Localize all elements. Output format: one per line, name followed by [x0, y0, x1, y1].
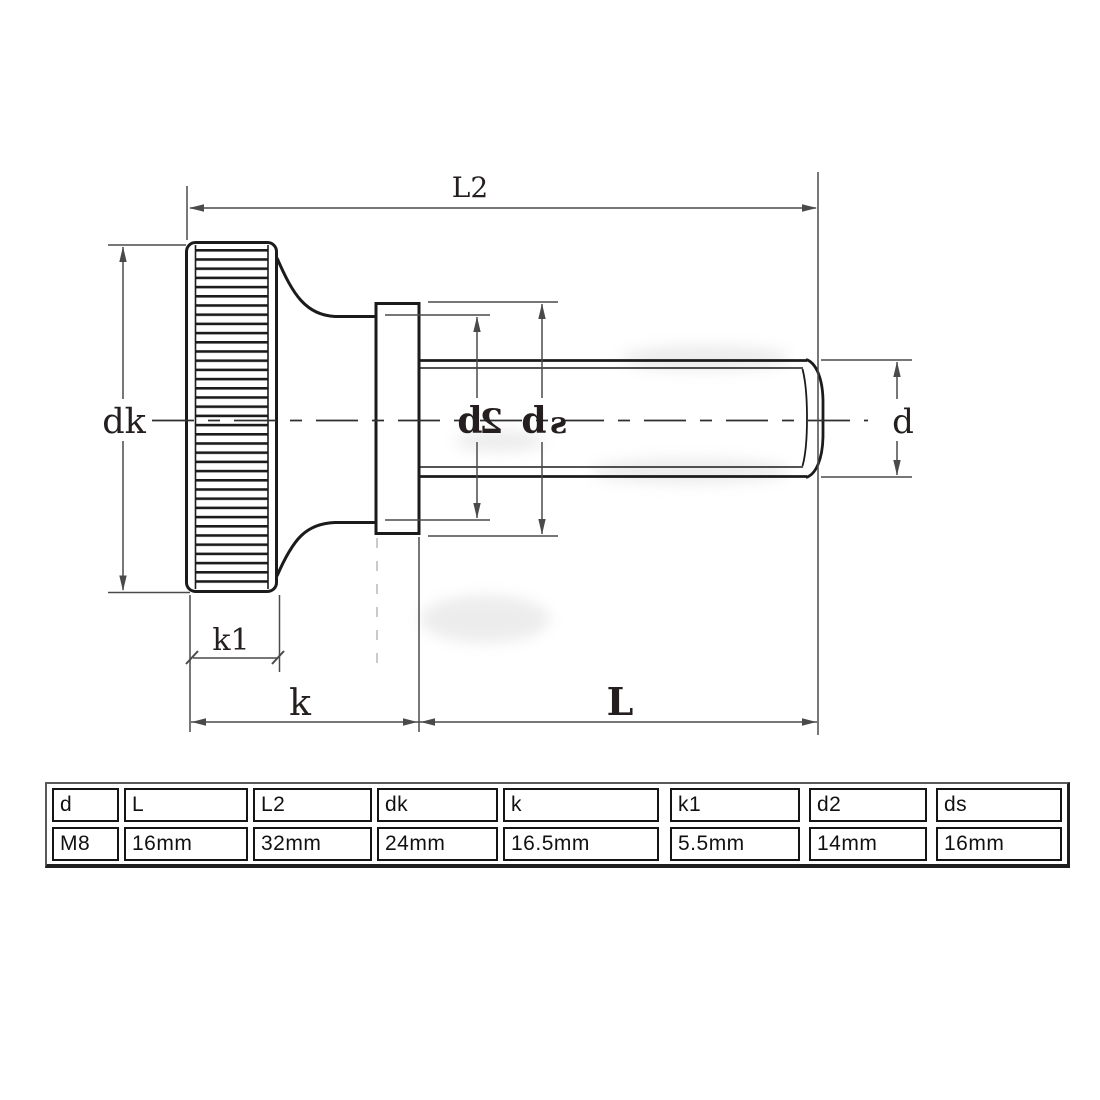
table-value-ds: 16mm	[936, 827, 1062, 861]
neck-curve-top	[275, 257, 376, 318]
table-header-k1: k1	[670, 788, 800, 822]
dimension-ds: d s	[428, 301, 567, 537]
table-header-d2: d2	[809, 788, 927, 822]
shaft	[419, 358, 825, 479]
label-d2-digit: 2	[479, 402, 503, 442]
watermark-smudge	[420, 595, 550, 643]
neck-curve-bottom	[275, 521, 376, 577]
dimension-dk: dk	[102, 244, 190, 594]
table-header-dk: dk	[377, 788, 498, 822]
dimension-l2: L2	[186, 171, 819, 735]
table-header-d: d	[52, 788, 119, 822]
table-value-l2: 32mm	[253, 827, 372, 861]
collar	[374, 302, 421, 535]
dimension-d: d	[821, 359, 914, 478]
label-d2: d	[457, 400, 482, 442]
table-value-k: 16.5mm	[503, 827, 659, 861]
table-header-l2: L2	[253, 788, 372, 822]
table-header-k: k	[503, 788, 659, 822]
table-value-k1: 5.5mm	[670, 827, 800, 861]
label-l: L	[607, 679, 634, 724]
label-k: k	[289, 683, 312, 724]
table-value-d: M8	[52, 827, 119, 861]
spec-table: d L L2 dk k k1 d2 ds M8 16mm 32mm 24mm 1…	[45, 782, 1070, 868]
shaft-tip	[805, 358, 825, 479]
label-dk: dk	[102, 402, 146, 442]
shaft-tip-chamfer	[801, 368, 808, 467]
watermark-smudge	[620, 345, 790, 371]
label-l2: L2	[452, 171, 488, 204]
table-value-d2: 14mm	[809, 827, 927, 861]
dimension-k1: k1	[185, 595, 285, 672]
watermark-smudge	[590, 458, 790, 484]
dimension-d2: d 2	[385, 314, 503, 521]
dimension-k: k	[189, 537, 817, 732]
table-header-ds: ds	[936, 788, 1062, 822]
label-k1: k1	[212, 623, 249, 658]
screw-head	[185, 241, 278, 593]
table-value-dk: 24mm	[377, 827, 498, 861]
table-value-l: 16mm	[124, 827, 248, 861]
dimension-l: L	[420, 679, 817, 726]
label-ds: d	[521, 400, 546, 442]
label-ds-s: s	[550, 406, 567, 441]
label-d: d	[892, 402, 914, 442]
table-header-l: L	[124, 788, 248, 822]
